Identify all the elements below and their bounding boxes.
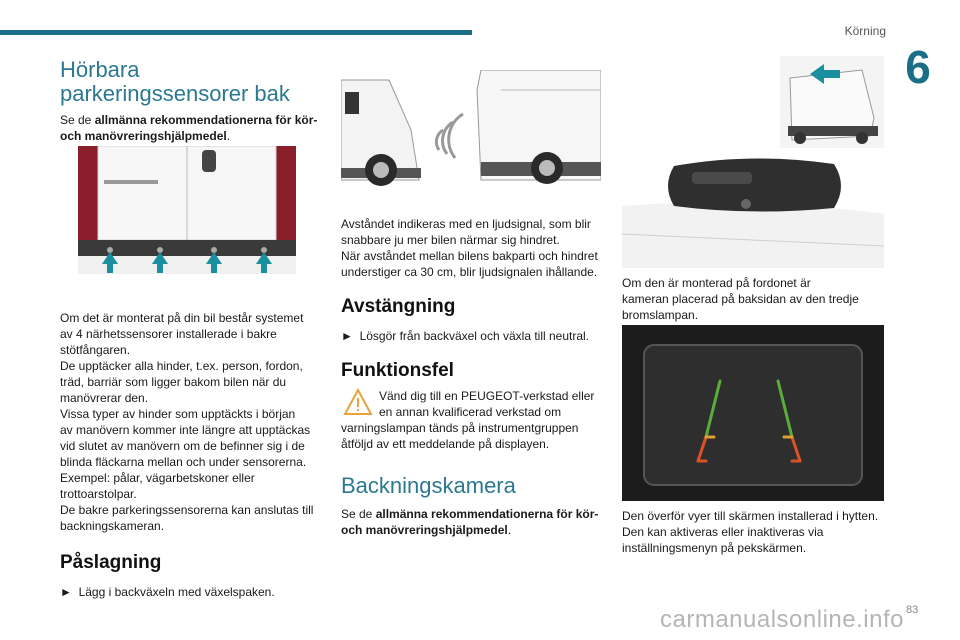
warning-triangle-icon xyxy=(343,388,373,415)
sound-signal-figure xyxy=(341,70,601,190)
funktionsfel-warning: Vänd dig till en PEUGEOT-verkstad eller … xyxy=(341,388,607,452)
step-text: Lägg i backväxeln med växelspaken. xyxy=(78,585,275,599)
avstangning-step: ► Lösgör från backväxel och växla till n… xyxy=(341,328,607,344)
text-line: Vänd dig till en PEUGEOT-verkstad eller xyxy=(379,389,595,403)
reference-text: Se de allmänna rekommendationerna för kö… xyxy=(60,112,326,144)
text-line: av manövern kommer inte längre att upptä… xyxy=(60,423,311,437)
text-line: blinda fläckarna mellan och under sensor… xyxy=(60,455,307,469)
text-line: Exempel: pålar, vägarbetskoner eller xyxy=(60,471,255,485)
page-number: 83 xyxy=(906,604,919,616)
chapter-number: 6 xyxy=(905,41,931,93)
text-line: trottoarstolpar. xyxy=(60,487,137,501)
step-arrow-icon: ► xyxy=(60,585,72,599)
heading-funktionsfel: Funktionsfel xyxy=(341,360,454,381)
text-line: De upptäcker alla hinder, t.ex. person, … xyxy=(60,359,303,373)
reference-text: Se de allmänna rekommendationerna för kö… xyxy=(341,506,607,538)
column-3: Om den är monterad på fordonet är kamera… xyxy=(622,275,888,323)
camera-display-text: Den överför vyer till skärmen installera… xyxy=(622,508,888,556)
section-name: Körning xyxy=(844,24,886,38)
up-arrow-icon xyxy=(102,252,272,273)
text-line: inställningsmenyn på pekskärmen. xyxy=(622,541,807,555)
title-backningskamera: Backningskamera xyxy=(341,473,516,498)
column-1-body: Om det är monterat på din bil består sys… xyxy=(60,310,328,600)
text-line: en annan kvalificerad verkstad om xyxy=(379,405,562,419)
reference-suffix: . xyxy=(507,523,512,537)
camera-location-text: Om den är monterad på fordonet är kamera… xyxy=(622,275,888,323)
text-line: Den överför vyer till skärmen installera… xyxy=(622,509,879,523)
reference-suffix: . xyxy=(226,129,231,143)
camera-display-figure xyxy=(622,325,884,501)
left-arrow-icon xyxy=(810,64,840,84)
section-title-line2: parkeringssensorer bak xyxy=(60,81,290,106)
heading-avstangning: Avstängning xyxy=(341,296,456,317)
text-line: När avståndet mellan bilens bakparti och… xyxy=(341,249,598,263)
rear-sensors-figure xyxy=(78,146,296,274)
column-3-body: Den överför vyer till skärmen installera… xyxy=(622,508,888,556)
step-text: Lösgör från backväxel och växla till neu… xyxy=(359,329,590,343)
text-line: bromslampan. xyxy=(622,308,699,322)
text-line: Om den är monterad på fordonet är xyxy=(622,276,811,290)
column-1: Hörbara parkeringssensorer bak Se de all… xyxy=(60,58,326,144)
sensor-description: Om det är monterat på din bil består sys… xyxy=(60,310,328,534)
text-line: stötfångaren. xyxy=(60,343,131,357)
reference-prefix: Se de xyxy=(341,507,376,521)
text-line: kameran placerad på baksidan av den tred… xyxy=(622,292,859,306)
step-arrow-icon: ► xyxy=(341,329,353,343)
header-accent-bar xyxy=(0,30,472,35)
heading-paslagning: Påslagning xyxy=(60,552,162,573)
text-line: Vissa typer av hinder som upptäckts i bö… xyxy=(60,407,296,421)
parking-guide-lines xyxy=(696,379,802,463)
section-title: Hörbara parkeringssensorer bak xyxy=(60,58,326,106)
sound-waves-icon xyxy=(434,112,464,159)
text-line: understiger ca 30 cm, blir ljudsignalen … xyxy=(341,265,598,279)
text-line: Den kan aktiveras eller inaktiveras via xyxy=(622,525,824,539)
text-line: vid slutet av manövern om de befinner si… xyxy=(60,439,305,453)
column-2: Avståndet indikeras med en ljudsignal, s… xyxy=(341,216,607,538)
section-title-line1: Hörbara xyxy=(60,57,140,82)
text-line: backningskameran. xyxy=(60,519,165,533)
text-line: Om det är monterat på din bil består sys… xyxy=(60,311,304,325)
text-line: åtföljd av ett meddelande på displayen. xyxy=(341,437,550,451)
text-line: De bakre parkeringssensorerna kan anslut… xyxy=(60,503,314,517)
text-line: varningslampan tänds på instrumentgruppe… xyxy=(341,421,579,435)
paslagning-step: ► Lägg i backväxeln med växelspaken. xyxy=(60,584,328,600)
sound-description: Avståndet indikeras med en ljudsignal, s… xyxy=(341,216,607,280)
camera-icon xyxy=(741,199,751,209)
text-line: snabbare ju mer bilen närmar sig hindret… xyxy=(341,233,560,247)
text-line: manövrerar den. xyxy=(60,391,149,405)
camera-location-figure xyxy=(622,56,884,268)
text-line: av 4 närhetssensorer installerade i bakr… xyxy=(60,327,277,341)
text-line: träd, barriär som ligger bakom bilen när… xyxy=(60,375,287,389)
reference-prefix: Se de xyxy=(60,113,95,127)
watermark: carmanualsonline.info xyxy=(660,606,904,633)
reference-link[interactable]: allmänna rekommendationerna för kör-och … xyxy=(60,113,318,143)
reference-link[interactable]: allmänna rekommendationerna för kör-och … xyxy=(341,507,599,537)
text-line: Avståndet indikeras med en ljudsignal, s… xyxy=(341,217,591,231)
